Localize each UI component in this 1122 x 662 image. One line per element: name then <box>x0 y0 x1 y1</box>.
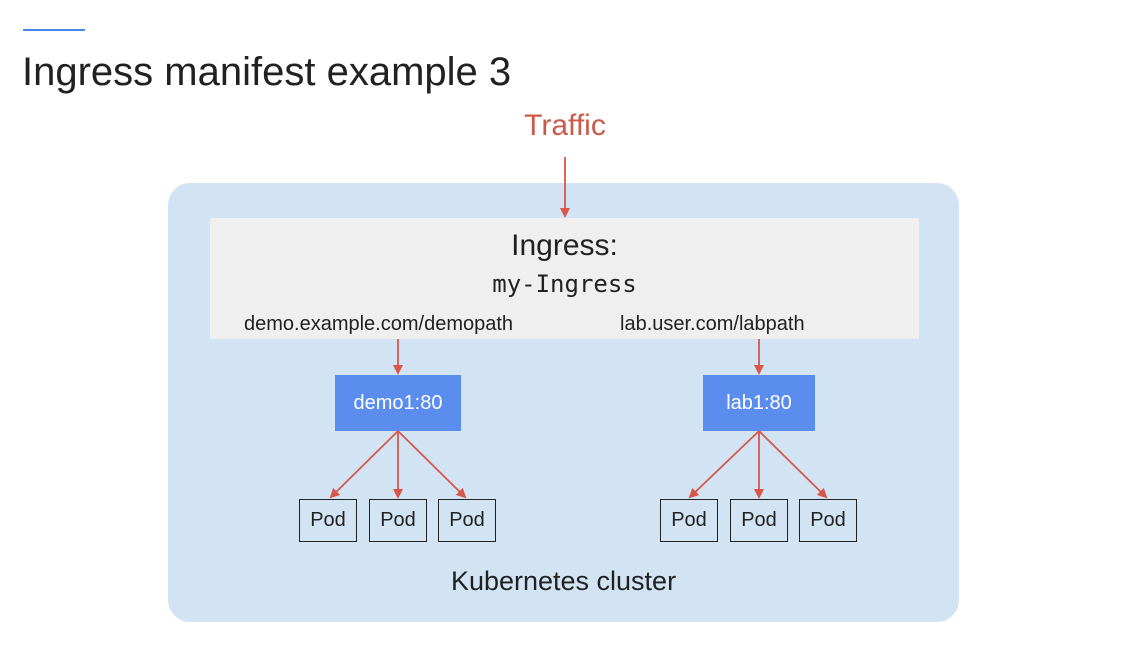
pod-demo-2: Pod <box>369 499 427 542</box>
pod-lab-2: Pod <box>730 499 788 542</box>
path-lab: lab.user.com/labpath <box>620 313 805 335</box>
cluster-label: Kubernetes cluster <box>450 566 677 596</box>
title-accent-line <box>23 29 85 31</box>
pod-lab-1: Pod <box>660 499 718 542</box>
pod-demo-1: Pod <box>299 499 357 542</box>
arrow-demo-to-pod-3 <box>397 430 467 499</box>
pod-demo-3: Pod <box>438 499 496 542</box>
path-demo: demo.example.com/demopath <box>244 313 514 335</box>
service-lab: lab1:80 <box>703 375 815 431</box>
ingress-label: Ingress: <box>511 229 618 262</box>
slide-title: Ingress manifest example 3 <box>22 50 512 94</box>
ingress-box: Ingress: my-Ingress demo.example.com/dem… <box>210 218 919 339</box>
service-demo: demo1:80 <box>335 375 461 431</box>
traffic-label: Traffic <box>524 109 606 142</box>
ingress-name: my-Ingress <box>492 270 637 298</box>
arrow-lab-to-pod-1 <box>688 430 760 499</box>
arrow-lab-to-pod-3 <box>758 430 828 499</box>
arrow-demo-to-pod-1 <box>329 430 399 499</box>
pod-lab-3: Pod <box>799 499 857 542</box>
